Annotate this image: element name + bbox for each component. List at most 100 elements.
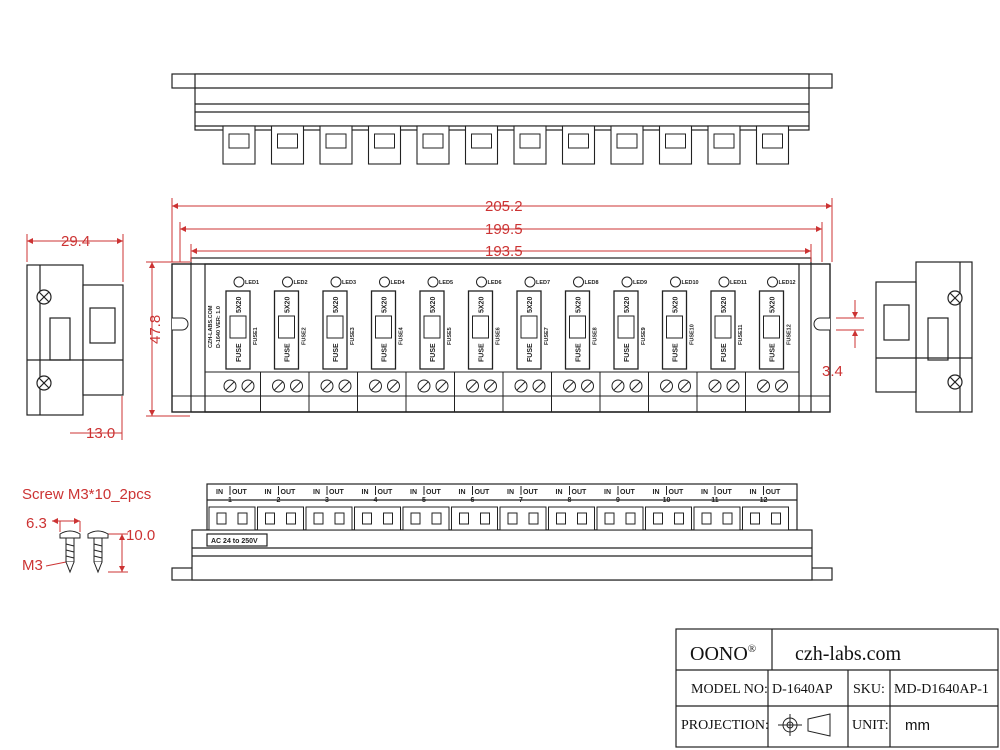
out-label: OUT [232, 489, 248, 496]
wire-entry[interactable] [771, 512, 781, 525]
wire-entry[interactable] [625, 512, 636, 525]
led-label: LED7 [536, 280, 550, 286]
led-label: LED1 [245, 280, 259, 286]
top-terminal [367, 125, 402, 165]
channel-number: 3 [325, 497, 329, 504]
channel-number: 8 [568, 497, 572, 504]
wire-entry[interactable] [653, 512, 663, 525]
in-label: IN [604, 489, 611, 496]
dim-193-label: 193.5 [485, 243, 523, 260]
led-icon [573, 276, 584, 288]
wire-entry[interactable] [556, 512, 566, 525]
wire-entry[interactable] [431, 512, 442, 525]
fuse-label: FUSE11 [738, 325, 744, 345]
fuse-word-label: FUSE [479, 343, 486, 362]
led-label: LED4 [391, 280, 406, 286]
model-label: MODEL NO: [691, 682, 768, 697]
fuse-word-label: FUSE [285, 343, 292, 362]
led-icon [476, 276, 487, 288]
dim-3-4-label: 3.4 [822, 363, 843, 380]
wire-entry[interactable] [313, 512, 324, 525]
top-terminal [707, 125, 741, 165]
channel-number: 1 [228, 497, 232, 504]
wire-entry[interactable] [286, 512, 296, 525]
wire-entry[interactable] [701, 512, 712, 525]
top-terminal [270, 125, 305, 165]
in-label: IN [556, 489, 563, 496]
wire-entry[interactable] [480, 512, 490, 525]
dim-screw-head-label: 6.3 [26, 515, 47, 532]
channel-number: 2 [277, 497, 281, 504]
fuse-type-label: 5X20 [770, 297, 777, 313]
fuse-word-label: FUSE [673, 343, 680, 362]
led-label: LED6 [488, 280, 502, 286]
fuse-label: FUSE4 [399, 326, 405, 345]
fuse-word-label: FUSE [624, 343, 631, 362]
wire-entry[interactable] [604, 512, 615, 525]
fuse-word-label: FUSE [770, 343, 777, 362]
led-icon [718, 276, 730, 288]
fuse-type-label: 5X20 [624, 297, 631, 313]
in-label: IN [459, 489, 466, 496]
unit-label: UNIT: [852, 718, 889, 733]
wire-entry[interactable] [265, 512, 275, 525]
fuse-word-label: FUSE [576, 343, 583, 362]
channel-number: 5 [422, 497, 426, 504]
fuse-window [229, 315, 247, 339]
led-label: LED8 [585, 280, 599, 286]
brand-name: OONO® [690, 643, 756, 665]
fuse-type-label: 5X20 [479, 297, 486, 313]
dim-205-label: 205.2 [485, 198, 523, 215]
wire-entry[interactable] [459, 512, 469, 525]
wire-entry[interactable] [216, 512, 227, 525]
fuse-label: FUSE8 [593, 327, 599, 345]
wire-entry[interactable] [674, 512, 684, 525]
wire-entry[interactable] [750, 512, 760, 525]
channel-number: 6 [471, 497, 475, 504]
wire-entry[interactable] [577, 512, 587, 525]
dim-13-label: 13.0 [86, 425, 115, 442]
wire-entry[interactable] [362, 512, 372, 525]
fuse-window [617, 315, 635, 339]
led-label: LED5 [439, 280, 453, 286]
fuse-type-label: 5X20 [430, 297, 437, 313]
wire-entry[interactable] [237, 512, 248, 525]
fuse-window [569, 315, 586, 339]
wire-entry[interactable] [528, 512, 539, 525]
channel-number: 4 [374, 497, 378, 504]
fuse-word-label: FUSE [527, 343, 534, 362]
wire-entry[interactable] [383, 512, 393, 525]
top-terminal [513, 125, 547, 165]
fuse-word-label: FUSE [382, 343, 389, 362]
channel-number: 12 [760, 497, 768, 504]
wire-entry[interactable] [410, 512, 421, 525]
led-label: LED2 [294, 280, 308, 286]
wire-entry[interactable] [334, 512, 345, 525]
wire-entry[interactable] [722, 512, 733, 525]
fuse-label: FUSE6 [496, 327, 502, 345]
out-label: OUT [281, 489, 297, 496]
led-icon [524, 276, 536, 288]
screw-side-icon [59, 530, 81, 574]
led-label: LED11 [730, 280, 747, 286]
fuse-label: FUSE10 [690, 324, 696, 345]
fuse-word-label: FUSE [721, 343, 728, 362]
top-terminal [464, 125, 499, 165]
dim-screw-length-label: 10.0 [126, 527, 155, 544]
in-label: IN [313, 489, 320, 496]
in-label: IN [507, 489, 514, 496]
fuse-label: FUSE2 [302, 327, 308, 345]
fuse-label: FUSE3 [350, 327, 356, 345]
voltage-label: AC 24 to 250V [211, 538, 258, 545]
fuse-window [714, 315, 732, 339]
out-label: OUT [378, 489, 394, 496]
fuse-label: FUSE1 [253, 327, 259, 345]
wire-entry[interactable] [507, 512, 518, 525]
fuse-label: FUSE12 [787, 324, 793, 345]
in-label: IN [216, 489, 223, 496]
